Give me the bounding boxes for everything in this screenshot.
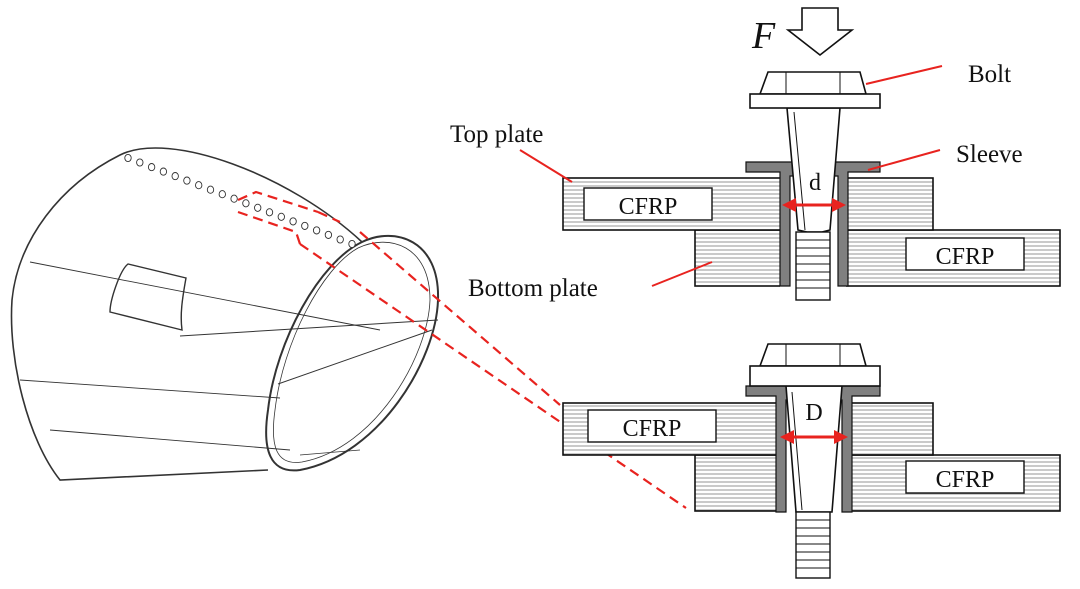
top-plate-label: Top plate bbox=[450, 121, 543, 148]
fastener-hole bbox=[218, 190, 226, 199]
bottom-plate-label: Bottom plate bbox=[468, 275, 598, 302]
fastener-hole bbox=[265, 208, 274, 217]
bolt-head-lower bbox=[758, 343, 868, 367]
fastener-hole bbox=[336, 235, 344, 244]
cfrp-label-top-upper: CFRP bbox=[619, 194, 678, 220]
force-label: F bbox=[751, 15, 776, 57]
cfrp-box-bottom-lower bbox=[905, 460, 1025, 494]
dimension-arrow-D bbox=[780, 430, 848, 444]
bolt-label: Bolt bbox=[968, 61, 1011, 88]
cfrp-label-bottom-lower: CFRP bbox=[936, 467, 995, 493]
cfrp-box-top-upper bbox=[583, 187, 713, 221]
fastener-hole bbox=[277, 212, 285, 221]
fastener-hole bbox=[124, 153, 132, 163]
fastener-hole bbox=[195, 181, 203, 190]
dimension-arrow-d bbox=[782, 198, 846, 212]
cfrp-label-top-lower: CFRP bbox=[623, 416, 682, 442]
sleeve-upper bbox=[745, 161, 881, 287]
cfrp-box-top-lower bbox=[587, 409, 717, 443]
fastener-hole bbox=[242, 199, 250, 208]
fastener-hole bbox=[136, 158, 144, 167]
fastener-hole bbox=[348, 239, 356, 249]
fastener-hole bbox=[230, 194, 238, 203]
fastener-hole bbox=[206, 185, 215, 194]
fastener-hole bbox=[183, 176, 191, 185]
fastener-hole bbox=[324, 230, 333, 239]
sleeve-label: Sleeve bbox=[956, 141, 1023, 168]
fastener-hole bbox=[254, 203, 262, 212]
fastener-hole bbox=[289, 217, 297, 226]
sleeve-lower bbox=[745, 385, 881, 513]
force-arrow bbox=[785, 7, 855, 57]
fastener-hole bbox=[171, 172, 179, 181]
dimension-label-d: d bbox=[809, 170, 821, 196]
fastener-hole bbox=[159, 167, 168, 176]
fastener-hole bbox=[301, 221, 309, 230]
cfrp-box-bottom-upper bbox=[905, 237, 1025, 271]
cfrp-label-bottom-upper: CFRP bbox=[936, 244, 995, 270]
bolt-head-upper bbox=[758, 71, 868, 95]
dimension-label-D: D bbox=[805, 400, 822, 426]
callout-box bbox=[237, 190, 687, 509]
fastener-hole bbox=[312, 226, 321, 235]
fastener-hole bbox=[147, 163, 156, 172]
fuselage-barrel bbox=[10, 147, 440, 481]
fastener-row bbox=[124, 153, 356, 249]
leader-lines bbox=[519, 65, 943, 287]
bottom-assembly: CFRP CFRP D bbox=[562, 343, 1061, 579]
top-assembly: CFRP CFRP d bbox=[562, 71, 1061, 301]
